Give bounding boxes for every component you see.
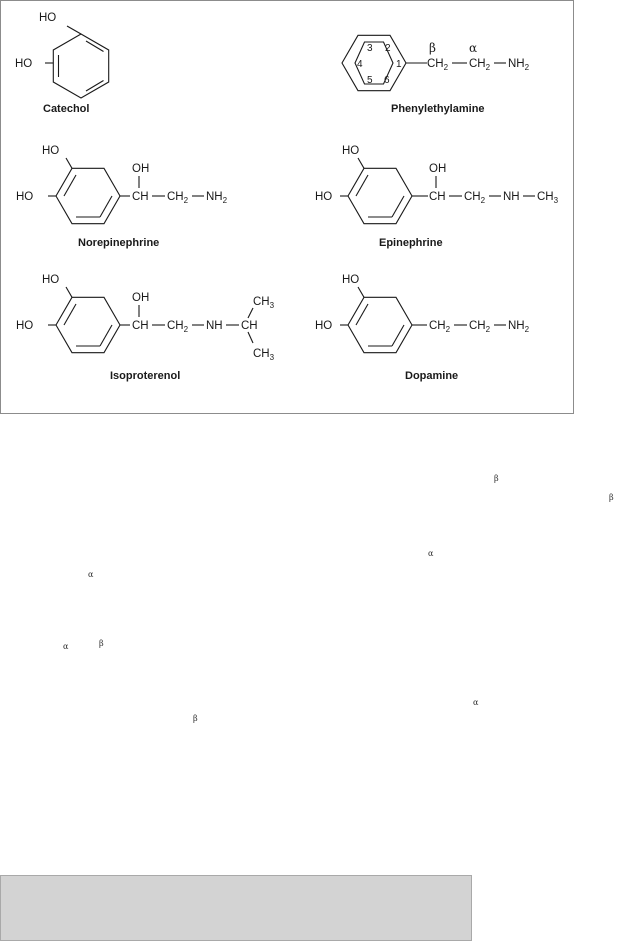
- structures-canvas: HO HO Catechol 3 2 4 1 5 6 β α CH2 CH2 N…: [15, 12, 559, 382]
- svg-text:CH2: CH2: [469, 320, 491, 334]
- greek-fragment-8: β: [193, 714, 198, 723]
- pea-ch2-a-sub: 2: [444, 63, 449, 72]
- norepinephrine-structure: [48, 157, 130, 225]
- epinephrine-nh: NH: [503, 191, 520, 203]
- ring-number-4: 4: [357, 59, 363, 70]
- ring-number-3: 3: [367, 43, 373, 54]
- isoproterenol-structure: [48, 286, 130, 354]
- svg-text:CH2: CH2: [469, 58, 491, 72]
- norepinephrine-nh2-sub: 2: [223, 196, 228, 205]
- svg-text:CH3: CH3: [253, 296, 275, 310]
- norepinephrine-ring: [55, 167, 121, 225]
- svg-text:CH2: CH2: [429, 320, 451, 334]
- catechol-ring: [52, 33, 110, 99]
- phenylethylamine-ring: [341, 34, 407, 92]
- isoproterenol-ch2-sub: 2: [184, 325, 189, 334]
- greek-fragment-2: β: [609, 493, 614, 502]
- isoproterenol-ch: CH: [132, 320, 149, 332]
- pea-ch2-a: CH: [427, 58, 444, 70]
- dopamine-ho-top: HO: [342, 274, 359, 286]
- svg-text:CH3: CH3: [537, 191, 559, 205]
- svg-text:NH2: NH2: [206, 191, 228, 205]
- dopamine-ch2-b: CH: [469, 320, 486, 332]
- isoproterenol-ch-branch: CH: [241, 320, 258, 332]
- svg-text:CH2: CH2: [464, 191, 486, 205]
- pea-nh2-sub: 2: [525, 63, 530, 72]
- greek-fragment-1: β: [494, 474, 499, 483]
- norepinephrine-oh: OH: [132, 163, 149, 175]
- isoproterenol-ch3-top-sub: 3: [270, 301, 275, 310]
- greek-fragment-4: α: [88, 570, 94, 579]
- svg-text:CH2: CH2: [167, 191, 189, 205]
- shaded-note-box: [0, 875, 472, 941]
- pea-ch2-b: CH: [469, 58, 486, 70]
- dopamine-nh2-sub: 2: [525, 325, 530, 334]
- epinephrine-ch: CH: [429, 191, 446, 203]
- greek-fragment-5: α: [63, 642, 69, 651]
- epinephrine-structure: [340, 157, 428, 225]
- epinephrine-ch2-sub: 2: [481, 196, 486, 205]
- svg-text:NH2: NH2: [508, 58, 530, 72]
- ring-number-5: 5: [367, 75, 373, 86]
- pea-nh2: NH: [508, 58, 525, 70]
- isoproterenol-ho-left: HO: [16, 320, 33, 332]
- epinephrine-ch3: CH: [537, 191, 554, 203]
- catechol-ho-left: HO: [15, 58, 32, 70]
- dopamine-ring: [347, 296, 413, 354]
- dopamine-nh2: NH: [508, 320, 525, 332]
- greek-fragment-7: α: [473, 698, 479, 707]
- isoproterenol-name: Isoproterenol: [110, 370, 180, 382]
- epinephrine-ho-left: HO: [315, 191, 332, 203]
- norepinephrine-nh2: NH: [206, 191, 223, 203]
- isoproterenol-nh: NH: [206, 320, 223, 332]
- norepinephrine-ch2: CH: [167, 191, 184, 203]
- catechol-structure: [45, 25, 110, 99]
- epinephrine-ring: [347, 167, 413, 225]
- dopamine-ch2-a-sub: 2: [446, 325, 451, 334]
- catechol-ho-top: HO: [39, 12, 56, 24]
- isoproterenol-ch2: CH: [167, 320, 184, 332]
- norepinephrine-ch: CH: [132, 191, 149, 203]
- phenylethylamine-structure: [341, 34, 427, 92]
- greek-fragment-6: β: [99, 639, 104, 648]
- dopamine-ho-left: HO: [315, 320, 332, 332]
- alpha-label: α: [469, 41, 477, 55]
- isoproterenol-ch3-bottom: CH: [253, 348, 270, 360]
- ring-number-6: 6: [384, 75, 390, 86]
- epinephrine-name: Epinephrine: [379, 237, 443, 249]
- norepinephrine-ho-left: HO: [16, 191, 33, 203]
- svg-text:NH2: NH2: [508, 320, 530, 334]
- svg-text:CH3: CH3: [253, 348, 275, 362]
- dopamine-name: Dopamine: [405, 370, 458, 382]
- norepinephrine-ch2-sub: 2: [184, 196, 189, 205]
- beta-label: β: [429, 41, 436, 55]
- isoproterenol-ch3-bottom-sub: 3: [270, 353, 275, 362]
- dopamine-ch2-a: CH: [429, 320, 446, 332]
- isoproterenol-oh: OH: [132, 292, 149, 304]
- svg-text:CH2: CH2: [427, 58, 449, 72]
- isoproterenol-ho-top: HO: [42, 274, 59, 286]
- isoproterenol-ch3-top: CH: [253, 296, 270, 308]
- epinephrine-ho-top: HO: [342, 145, 359, 157]
- epinephrine-ch3-sub: 3: [554, 196, 559, 205]
- dopamine-ch2-b-sub: 2: [486, 325, 491, 334]
- svg-text:CH2: CH2: [167, 320, 189, 334]
- phenylethylamine-name: Phenylethylamine: [391, 103, 485, 115]
- ring-number-2: 2: [385, 43, 391, 54]
- epinephrine-oh: OH: [429, 163, 446, 175]
- dopamine-structure: [340, 286, 427, 354]
- pea-ch2-b-sub: 2: [486, 63, 491, 72]
- catechol-name: Catechol: [43, 103, 89, 115]
- norepinephrine-name: Norepinephrine: [78, 237, 159, 249]
- norepinephrine-ho-top: HO: [42, 145, 59, 157]
- epinephrine-ch2: CH: [464, 191, 481, 203]
- isoproterenol-ring: [55, 296, 121, 354]
- catecholamine-structures-figure: HO HO Catechol 3 2 4 1 5 6 β α CH2 CH2 N…: [0, 0, 574, 414]
- greek-fragment-3: α: [428, 549, 434, 558]
- phenylethylamine-inner-ring: [354, 41, 394, 85]
- ring-number-1: 1: [396, 59, 402, 70]
